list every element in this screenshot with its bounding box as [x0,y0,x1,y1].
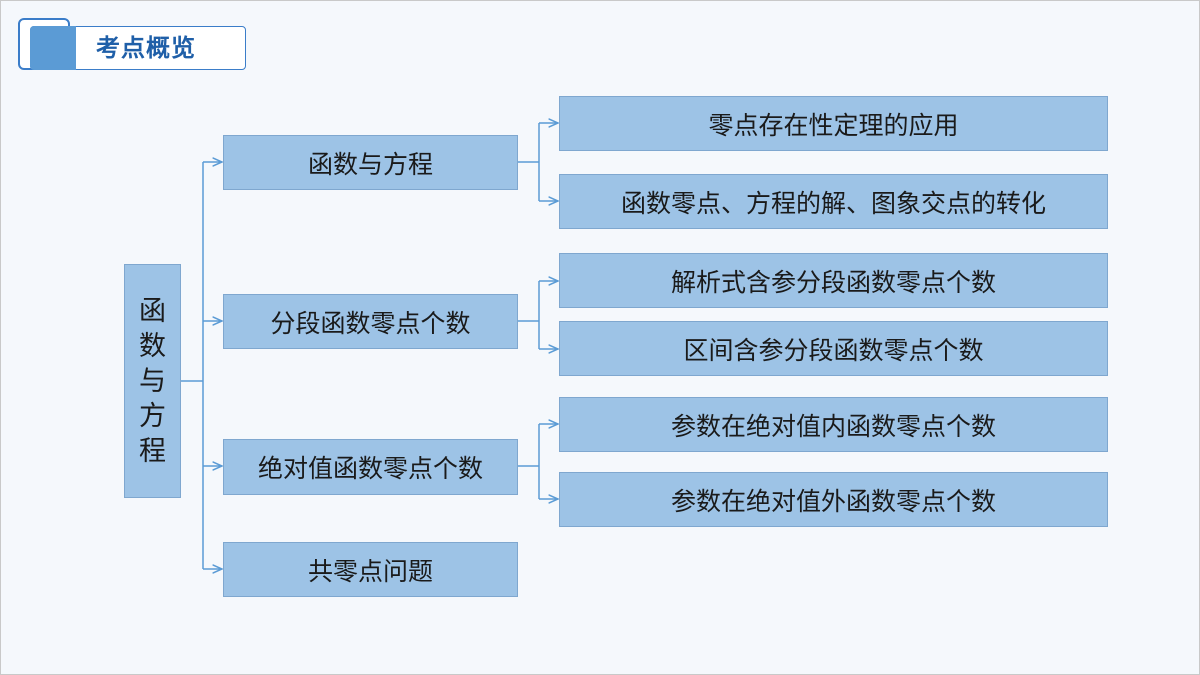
branch-node-1: 函数与方程 [223,135,518,190]
header-title: 考点概览 [96,34,196,62]
root-char: 数 [139,330,166,362]
leaf-node: 区间含参分段函数零点个数 [559,321,1108,376]
branch-node-2: 分段函数零点个数 [223,294,518,349]
branch-node-4: 共零点问题 [223,542,518,597]
header-fill-block [30,26,76,70]
leaf-node: 函数零点、方程的解、图象交点的转化 [559,174,1108,229]
section-header: 考点概览 [18,18,246,70]
leaf-node: 解析式含参分段函数零点个数 [559,253,1108,308]
root-char: 函 [139,295,166,327]
branch-node-3: 绝对值函数零点个数 [223,439,518,495]
root-node: 函 数 与 方 程 [124,264,181,498]
root-char: 方 [139,400,166,432]
leaf-node: 零点存在性定理的应用 [559,96,1108,151]
leaf-node: 参数在绝对值外函数零点个数 [559,472,1108,527]
root-char: 程 [139,435,166,467]
root-char: 与 [139,365,166,397]
leaf-node: 参数在绝对值内函数零点个数 [559,397,1108,452]
